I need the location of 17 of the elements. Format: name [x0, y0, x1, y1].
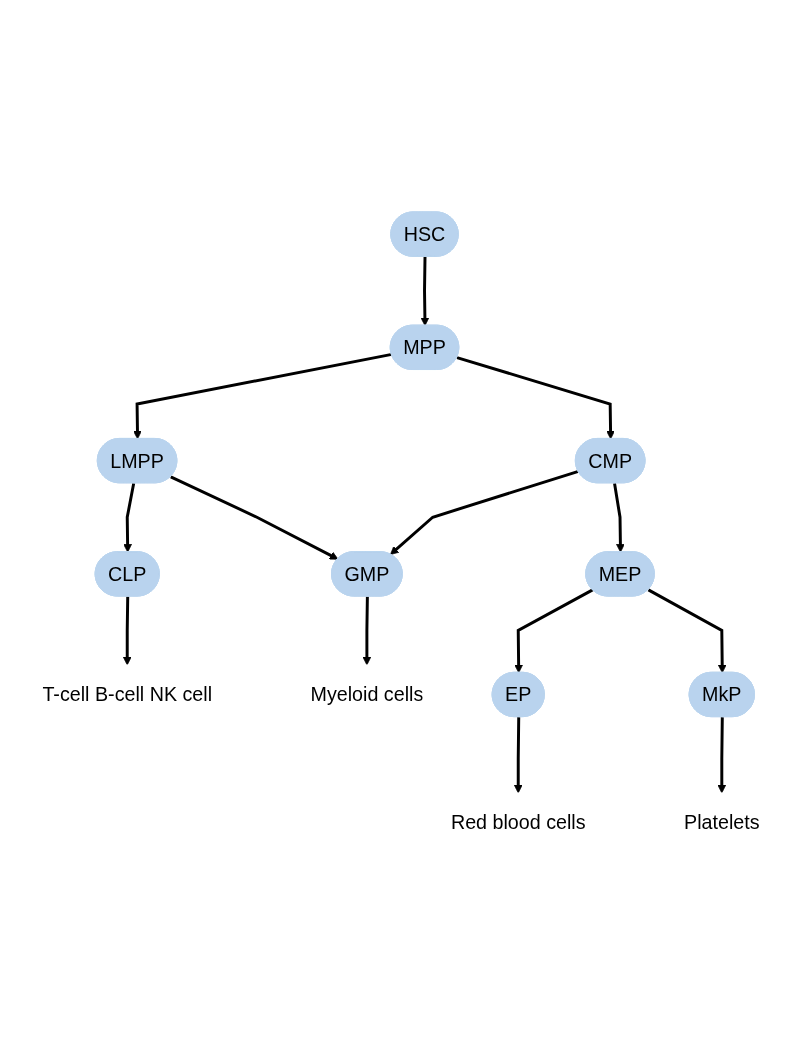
node-text: Red blood cells — [450, 811, 586, 834]
arrow — [170, 475, 339, 560]
arrow — [122, 596, 132, 666]
arrow — [390, 470, 579, 555]
node-text: Platelets — [684, 811, 760, 834]
arrow — [133, 352, 393, 440]
node-text: T-cell B-cell NK cell — [42, 683, 213, 706]
arrow — [513, 717, 523, 794]
arrow — [456, 356, 615, 440]
arrow — [362, 596, 372, 666]
arrow — [420, 256, 430, 327]
arrow — [717, 717, 727, 794]
arrow — [613, 483, 625, 553]
arrow — [647, 588, 727, 674]
arrow — [123, 483, 136, 553]
arrow — [514, 588, 594, 674]
node-text: Myeloid cells — [310, 683, 424, 706]
